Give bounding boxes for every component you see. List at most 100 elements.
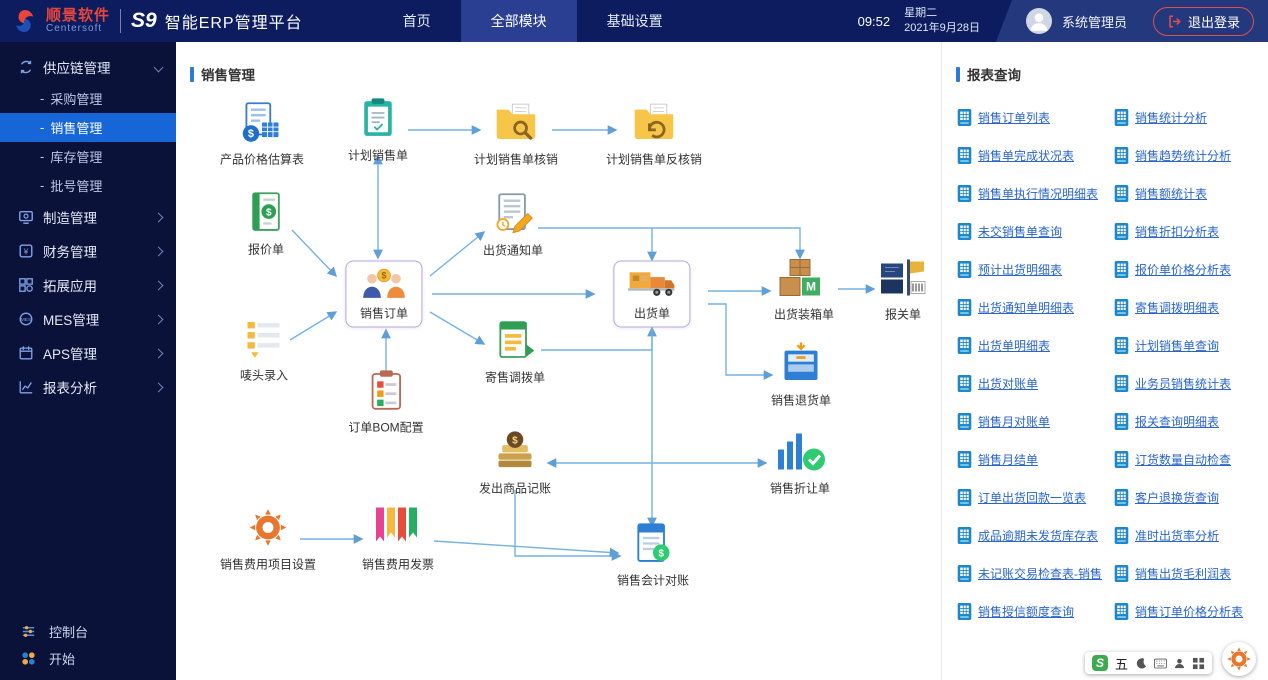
report-link-item[interactable]: 销售订单列表	[956, 106, 1113, 128]
report-link-item[interactable]: 销售单执行情况明细表	[956, 182, 1113, 204]
ime-logo[interactable]: S	[1091, 655, 1108, 671]
report-link[interactable]: 销售统计分析	[1135, 110, 1208, 125]
report-link[interactable]: 出货通知单明细表	[978, 300, 1075, 315]
report-link[interactable]: 报关查询明细表	[1135, 414, 1220, 429]
report-link-item[interactable]: 销售出货毛利润表	[1113, 562, 1268, 584]
flow-node[interactable]: $发出商品记账	[479, 430, 551, 497]
keyboard-icon[interactable]	[1154, 657, 1167, 670]
report-link[interactable]: 业务员销售统计表	[1135, 376, 1232, 391]
flow-node[interactable]: $销售会计对账	[617, 522, 689, 589]
report-link-item[interactable]: 销售授信额度查询	[956, 600, 1113, 622]
report-link[interactable]: 成品逾期未发货库存表	[978, 528, 1099, 543]
report-link[interactable]: 订单出货回款一览表	[978, 490, 1087, 505]
report-link-item[interactable]: 报价单价格分析表	[1113, 258, 1268, 280]
sidebar-group[interactable]: 制造管理	[0, 200, 176, 234]
sidebar-group[interactable]: 拓展应用	[0, 268, 176, 302]
report-link-item[interactable]: 出货单明细表	[956, 334, 1113, 356]
flow-node[interactable]: 销售折让单	[770, 430, 830, 497]
report-link[interactable]: 销售月结单	[978, 452, 1039, 467]
report-link-item[interactable]: 未记账交易检查表-销售	[956, 562, 1113, 584]
report-link-item[interactable]: 寄售调拨明细表	[1113, 296, 1268, 318]
report-link-item[interactable]: 订货数量自动检查	[1113, 448, 1268, 470]
report-link-item[interactable]: 准时出货率分析	[1113, 524, 1268, 546]
nav-item[interactable]: 全部模块	[460, 0, 577, 42]
report-link-item[interactable]: 销售统计分析	[1113, 106, 1268, 128]
report-link-item[interactable]: 销售折扣分析表	[1113, 220, 1268, 242]
nav-item[interactable]: 首页	[402, 13, 431, 29]
report-link[interactable]: 未记账交易检查表-销售	[978, 566, 1102, 581]
report-link-item[interactable]: 计划销售单查询	[1113, 334, 1268, 356]
report-link-item[interactable]: 出货通知单明细表	[956, 296, 1113, 318]
report-link[interactable]: 销售单完成状况表	[978, 148, 1075, 163]
sidebar-group[interactable]: 供应链管理	[0, 50, 176, 84]
report-link[interactable]: 报价单价格分析表	[1135, 262, 1232, 277]
sidebar-group[interactable]: 报表分析	[0, 370, 176, 404]
flow-node[interactable]: $产品价格估算表	[220, 101, 304, 168]
report-link-item[interactable]: 预计出货明细表	[956, 258, 1113, 280]
sidebar-item[interactable]: -批号管理	[0, 171, 176, 200]
report-link[interactable]: 销售趋势统计分析	[1135, 148, 1232, 163]
grid-icon[interactable]	[1192, 657, 1205, 670]
flow-node[interactable]: 计划销售单反核销	[606, 101, 702, 168]
report-link-item[interactable]: 销售月对账单	[956, 410, 1113, 432]
flow-node[interactable]: 销售费用发票	[362, 506, 434, 573]
ime-mode[interactable]: 五	[1114, 656, 1128, 672]
sidebar-group[interactable]: APS管理	[0, 336, 176, 370]
launcher-gear-button[interactable]	[1222, 642, 1256, 676]
report-link[interactable]: 销售折扣分析表	[1135, 224, 1220, 239]
report-link-item[interactable]: 报关查询明细表	[1113, 410, 1268, 432]
report-link[interactable]: 销售月对账单	[978, 414, 1051, 429]
flow-node[interactable]: 唛头录入	[240, 317, 288, 384]
report-link[interactable]: 准时出货率分析	[1135, 528, 1220, 543]
logout-button[interactable]: 退出登录	[1152, 6, 1254, 36]
report-link-item[interactable]: 客户退换货查询	[1113, 486, 1268, 508]
report-link[interactable]: 销售额统计表	[1135, 186, 1208, 201]
sidebar-footer-item[interactable]: 开始	[0, 645, 176, 672]
report-link[interactable]: 未交销售单查询	[978, 224, 1063, 239]
report-link[interactable]: 销售授信额度查询	[978, 604, 1075, 619]
flow-node[interactable]: 计划销售单	[348, 97, 408, 164]
sidebar-item[interactable]: -库存管理	[0, 142, 176, 171]
sidebar-item[interactable]: -销售管理	[0, 113, 176, 142]
flow-node[interactable]: $报价单	[244, 191, 288, 258]
report-link-item[interactable]: 销售单完成状况表	[956, 144, 1113, 166]
report-link-item[interactable]: 业务员销售统计表	[1113, 372, 1268, 394]
nav-item[interactable]: 基础设置	[606, 13, 663, 29]
flow-node[interactable]: 寄售调拨单	[485, 319, 545, 386]
report-link[interactable]: 寄售调拨明细表	[1135, 300, 1220, 315]
report-link[interactable]: 销售出货毛利润表	[1135, 566, 1232, 581]
report-link-item[interactable]: 销售订单价格分析表	[1113, 600, 1268, 622]
report-link[interactable]: 销售订单列表	[978, 110, 1051, 125]
ime-taskbar[interactable]: S 五	[1084, 652, 1212, 674]
report-link[interactable]: 出货对账单	[978, 376, 1039, 391]
moon-icon[interactable]	[1135, 657, 1148, 670]
sidebar-group[interactable]: ¥财务管理	[0, 234, 176, 268]
report-link-item[interactable]: 未交销售单查询	[956, 220, 1113, 242]
flow-node[interactable]: 出货通知单	[483, 192, 543, 259]
report-link[interactable]: 计划销售单查询	[1135, 338, 1220, 353]
report-link-item[interactable]: 出货对账单	[956, 372, 1113, 394]
report-link-item[interactable]: 成品逾期未发货库存表	[956, 524, 1113, 546]
sidebar-item[interactable]: -采购管理	[0, 84, 176, 113]
user-icon[interactable]	[1173, 657, 1186, 670]
report-link-item[interactable]: 销售趋势统计分析	[1113, 144, 1268, 166]
report-link[interactable]: 客户退换货查询	[1135, 490, 1220, 505]
flow-node[interactable]: 销售退货单	[771, 342, 831, 409]
report-link[interactable]: 出货单明细表	[978, 338, 1051, 353]
flow-node[interactable]: 计划销售单核销	[474, 101, 558, 168]
report-link-item[interactable]: 订单出货回款一览表	[956, 486, 1113, 508]
flow-node[interactable]: 报关单	[875, 256, 931, 323]
report-link-item[interactable]: 销售月结单	[956, 448, 1113, 470]
sidebar-footer-item[interactable]: 控制台	[0, 618, 176, 645]
report-link[interactable]: 预计出货明细表	[978, 262, 1063, 277]
report-link[interactable]: 销售订单价格分析表	[1135, 604, 1244, 619]
flow-node[interactable]: $销售订单	[345, 260, 423, 328]
flow-node[interactable]: 出货单	[613, 260, 691, 328]
report-link[interactable]: 订货数量自动检查	[1135, 452, 1232, 467]
flow-node[interactable]: 销售费用项目设置	[220, 506, 316, 573]
report-link[interactable]: 销售单执行情况明细表	[978, 186, 1099, 201]
flow-node[interactable]: 订单BOM配置	[348, 369, 424, 436]
report-link-item[interactable]: 销售额统计表	[1113, 182, 1268, 204]
